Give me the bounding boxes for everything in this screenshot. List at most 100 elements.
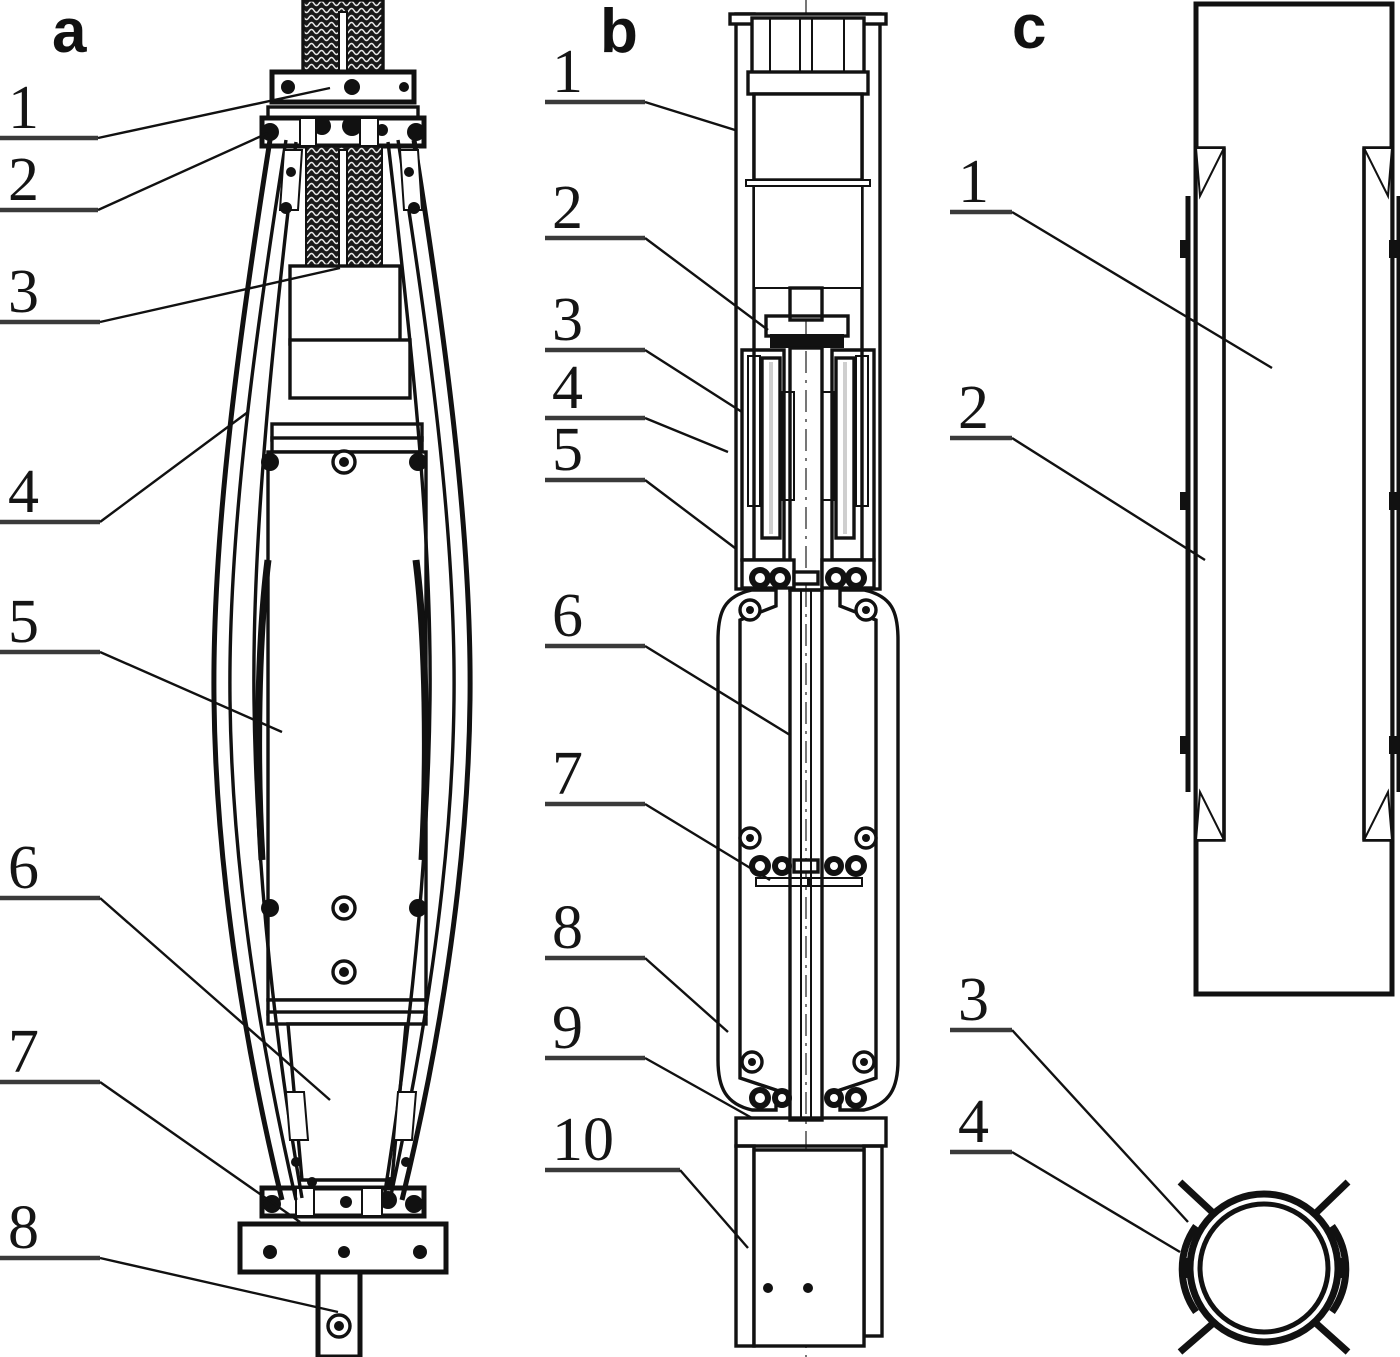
callout-b-3: 3	[545, 286, 743, 414]
panel-letter-layer: a b c	[52, 0, 1046, 66]
mid-bore	[753, 185, 863, 289]
bow-spring-leaf-outer-right-edge	[388, 139, 456, 1201]
mid-bearing-assembly	[749, 855, 867, 887]
callout-c-4: 4	[950, 1088, 1181, 1254]
bow-spring-right-top-taper	[1362, 147, 1394, 200]
callout-b-4: 4	[545, 354, 729, 454]
spring-stop-right-upper	[1389, 240, 1398, 258]
bow-spring-leaf-outer-left-edge	[228, 139, 298, 1201]
panel-letter-c: c	[1012, 0, 1046, 62]
callout-a-5: 5	[0, 588, 283, 734]
bow-spring-leaf-outer-right	[399, 139, 473, 1201]
callout-leader-line	[99, 897, 331, 1101]
callout-leader-line	[644, 644, 791, 737]
callout-leader-line	[644, 237, 769, 331]
callout-number: 2	[958, 374, 989, 442]
callout-leader-line	[644, 348, 743, 414]
callout-number: 1	[958, 148, 989, 216]
spring-stop-left-mid	[1180, 492, 1189, 510]
callout-leader-line	[644, 1056, 753, 1120]
bow-spring-right	[1362, 146, 1394, 842]
panel-letter-b: b	[600, 0, 638, 66]
callout-leader-line	[1011, 436, 1206, 562]
upper-hinge-bearing	[749, 567, 867, 589]
motor-block	[288, 338, 412, 400]
callout-number: 3	[552, 286, 583, 354]
callout-number: 3	[958, 966, 989, 1034]
callout-number: 4	[8, 458, 39, 526]
callout-leader-line	[644, 802, 771, 882]
upper-bore	[752, 92, 864, 182]
callout-a-6: 6	[0, 834, 331, 1101]
cross-section-stop-left	[1182, 1258, 1192, 1278]
callout-b-5: 5	[545, 416, 736, 549]
coil-spring-left	[747, 355, 761, 507]
callout-leader-line	[99, 1256, 339, 1314]
callout-leader-line	[1011, 210, 1273, 370]
callout-number: 4	[958, 1088, 989, 1156]
bow-spring-leaf-inner-left	[252, 141, 304, 1199]
callout-c-2: 2	[950, 374, 1206, 562]
bow-spring-left	[1194, 146, 1226, 842]
panel-a-drawing	[211, 0, 473, 1357]
callout-b-7: 7	[545, 740, 771, 882]
callout-b-2: 2	[545, 174, 769, 331]
leaf-thickness-highlight-right	[412, 559, 429, 861]
bow-spring-left-bottom-taper	[1194, 788, 1226, 841]
callout-number: 6	[8, 834, 39, 902]
pivot-pin	[409, 453, 427, 471]
lower-bearing-assembly	[749, 1087, 867, 1109]
callout-a-7: 7	[0, 1018, 301, 1223]
coil-spring-right	[855, 355, 869, 507]
top-clamp-plate	[269, 69, 417, 105]
callout-number: 7	[8, 1018, 39, 1086]
spring-stop-right-mid	[1389, 492, 1398, 510]
callout-leader-line	[644, 100, 736, 132]
callout-leader-line	[99, 650, 283, 734]
bottom-bore	[752, 1148, 866, 1348]
callout-b-10: 10	[545, 1106, 749, 1249]
callout-number: 6	[552, 582, 583, 650]
panel-b-drawing	[716, 0, 900, 1357]
callout-leader-line	[99, 411, 249, 523]
callout-leader-line	[97, 86, 331, 140]
cross-section-inner-ring	[1197, 1201, 1331, 1335]
callout-c-1: 1	[950, 148, 1273, 370]
lock-collar	[770, 334, 844, 348]
bow-spring-left-top-taper	[1194, 147, 1226, 200]
callout-number: 9	[552, 994, 583, 1062]
callout-number: 3	[8, 258, 39, 326]
callout-number: 8	[8, 1194, 39, 1262]
callout-number: 4	[552, 354, 583, 422]
callout-leader-line	[644, 479, 736, 549]
callout-leader-line	[644, 957, 729, 1033]
central-shaft-upper	[288, 264, 402, 346]
inner-coil-left	[781, 391, 795, 501]
callout-number: 8	[552, 894, 583, 962]
spring-stop-left-upper	[1180, 240, 1189, 258]
bow-spring-leaf-inner-right	[382, 141, 432, 1199]
bottom-sub-shoulder	[734, 1116, 888, 1148]
leaf-thickness-highlight-left	[255, 559, 272, 861]
callout-number: 2	[8, 146, 39, 214]
callout-leader-line	[1011, 1029, 1189, 1223]
panel-letter-a: a	[52, 0, 87, 66]
bow-spring-right-bottom-taper	[1362, 788, 1394, 841]
callout-a-4: 4	[0, 411, 249, 526]
callout-number: 5	[8, 588, 39, 656]
spring-stop-right-lower	[1389, 736, 1398, 754]
callout-leader-line	[99, 266, 341, 324]
callout-number: 1	[8, 74, 39, 142]
callout-a-8: 8	[0, 1194, 339, 1314]
callout-leader-line	[1011, 1150, 1181, 1254]
cross-section-stop-right	[1336, 1258, 1346, 1278]
callout-b-1: 1	[545, 38, 736, 132]
panel-c-drawing	[1177, 1, 1400, 1355]
pivot-pin	[261, 453, 279, 471]
pivot-pin	[409, 899, 427, 917]
callout-number: 5	[552, 416, 583, 484]
callout-leader-line	[679, 1169, 749, 1249]
callout-number: 10	[552, 1106, 614, 1174]
